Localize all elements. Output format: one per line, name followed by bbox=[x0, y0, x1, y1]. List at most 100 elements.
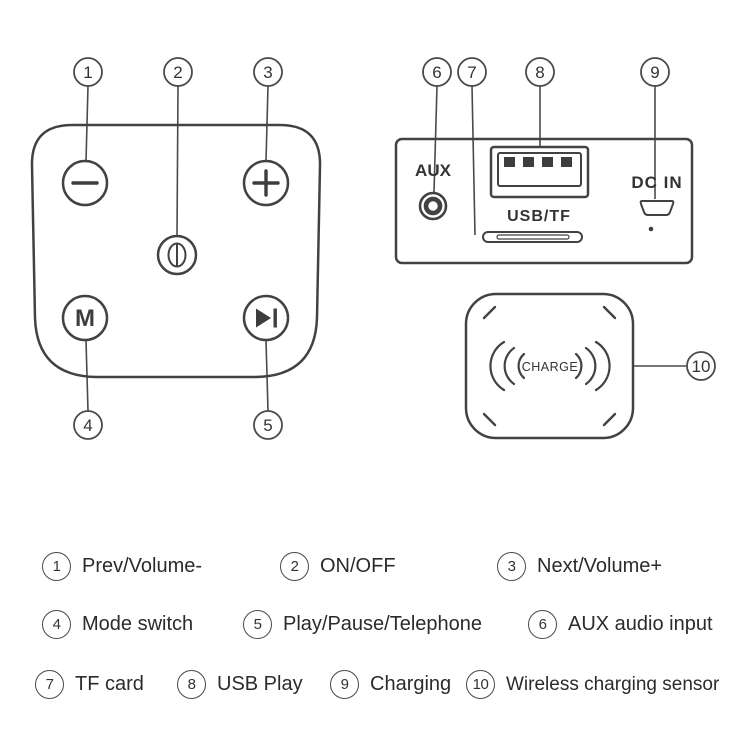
legend-num-9: 9 bbox=[330, 670, 359, 699]
legend-label-9: Charging bbox=[370, 673, 452, 695]
legend-item-5: 5 Play/Pause/Telephone bbox=[243, 610, 482, 639]
callout-9 bbox=[640, 57, 670, 87]
legend-label-5: Play/Pause/Telephone bbox=[283, 613, 483, 635]
ports-panel-outline bbox=[394, 137, 694, 265]
ports-panel: AUX USB/TF DC IN bbox=[394, 137, 694, 265]
callout-6 bbox=[422, 57, 452, 87]
play-pause-button bbox=[242, 294, 290, 342]
callout-3 bbox=[253, 57, 283, 87]
legend-item-10: 10 Wireless charging sensor bbox=[466, 670, 719, 699]
callout-line-2 bbox=[176, 85, 179, 237]
device-face-outline bbox=[30, 123, 322, 379]
legend-item-8: 8 USB Play bbox=[177, 670, 303, 699]
legend-item-2: 2 ON/OFF bbox=[280, 552, 396, 581]
legend-num-2: 2 bbox=[280, 552, 309, 581]
callout-9-num: 9 bbox=[650, 63, 659, 82]
wave-right-3 bbox=[594, 340, 611, 392]
wave-right-1 bbox=[574, 352, 583, 380]
legend-label-2: ON/OFF bbox=[320, 555, 396, 577]
aux-label: AUX bbox=[415, 161, 452, 180]
legend-label-1: Prev/Volume- bbox=[82, 555, 203, 577]
callout-8 bbox=[525, 57, 555, 87]
callout-line-3 bbox=[265, 85, 269, 162]
callout-2 bbox=[163, 57, 193, 87]
charge-waves-left-icon bbox=[489, 340, 526, 392]
usb-pin-3 bbox=[542, 157, 553, 167]
legend-item-9: 9 Charging bbox=[330, 670, 451, 699]
wave-right-2 bbox=[584, 346, 597, 386]
legend-num-5: 5 bbox=[243, 610, 272, 639]
charge-label: CHARGE bbox=[522, 360, 578, 374]
legend-num-7: 7 bbox=[35, 670, 64, 699]
charge-pad-outline bbox=[464, 292, 635, 440]
wave-left-1 bbox=[517, 352, 526, 380]
power-button bbox=[156, 234, 198, 276]
usb-port-outer bbox=[489, 145, 590, 199]
callout-5-num: 5 bbox=[263, 416, 272, 435]
pause-bar-icon bbox=[273, 308, 277, 328]
callout-10 bbox=[686, 351, 716, 381]
tf-slot-outer bbox=[482, 231, 583, 243]
legend-label-8: USB Play bbox=[217, 673, 303, 695]
pad-corner-dash-br bbox=[602, 412, 617, 427]
charge-waves-right-icon bbox=[574, 340, 611, 392]
aux-jack-inner bbox=[423, 196, 443, 216]
legend-item-6: 6 AUX audio input bbox=[528, 610, 713, 639]
usb-tf-label: USB/TF bbox=[507, 208, 571, 225]
aux-jack-icon bbox=[418, 191, 448, 221]
legend-item-3: 3 Next/Volume+ bbox=[497, 552, 662, 581]
callout-4 bbox=[73, 410, 103, 440]
minus-button-ring bbox=[61, 159, 109, 207]
mode-button: M bbox=[61, 294, 109, 342]
legend-label-7: TF card bbox=[75, 673, 144, 695]
callout-10-num: 10 bbox=[692, 357, 711, 376]
legend-num-4: 4 bbox=[42, 610, 71, 639]
usb-pin-1 bbox=[504, 157, 515, 167]
callout-7 bbox=[457, 57, 487, 87]
plus-button-ring bbox=[242, 159, 290, 207]
callout-7-num: 7 bbox=[467, 63, 476, 82]
callout-1 bbox=[73, 57, 103, 87]
tf-card-slot-icon bbox=[482, 231, 583, 243]
callout-4-num: 4 bbox=[83, 416, 92, 435]
aux-jack-outer bbox=[418, 191, 448, 221]
legend-num-1: 1 bbox=[42, 552, 71, 581]
legend-label-10: Wireless charging sensor bbox=[506, 673, 720, 695]
callout-6-num: 6 bbox=[432, 63, 441, 82]
wave-left-2 bbox=[503, 346, 516, 386]
legend-label-4: Mode switch bbox=[82, 613, 194, 635]
usb-pin-2 bbox=[523, 157, 534, 167]
legend-label-6: AUX audio input bbox=[568, 613, 713, 635]
pad-corner-dash-tl bbox=[482, 305, 497, 320]
power-button-ring bbox=[156, 234, 198, 276]
device-button-panel: M bbox=[30, 123, 322, 379]
legend-label-3: Next/Volume+ bbox=[537, 555, 663, 577]
micro-usb-outline bbox=[639, 200, 675, 216]
dc-in-dot bbox=[648, 226, 654, 232]
minus-button bbox=[61, 159, 109, 207]
callout-3-num: 3 bbox=[263, 63, 272, 82]
pad-corner-dash-bl bbox=[482, 412, 497, 427]
usb-pin-4 bbox=[561, 157, 572, 167]
dc-in-label: DC IN bbox=[631, 173, 682, 192]
pad-corner-dash-tr bbox=[602, 305, 617, 320]
legend-num-6: 6 bbox=[528, 610, 557, 639]
play-pause-button-ring bbox=[242, 294, 290, 342]
usb-port-icon bbox=[489, 145, 590, 199]
callout-5 bbox=[253, 410, 283, 440]
callout-8-num: 8 bbox=[535, 63, 544, 82]
wireless-charging-pad: CHARGE bbox=[464, 292, 635, 440]
callout-line-1 bbox=[85, 85, 89, 162]
play-icon bbox=[256, 308, 271, 328]
legend-num-8: 8 bbox=[177, 670, 206, 699]
micro-usb-icon bbox=[639, 200, 675, 232]
mode-button-ring bbox=[61, 294, 109, 342]
legend-num-10: 10 bbox=[466, 670, 495, 699]
legend-num-3: 3 bbox=[497, 552, 526, 581]
usb-port-inner bbox=[497, 152, 582, 187]
legend-item-4: 4 Mode switch bbox=[42, 610, 193, 639]
tf-slot-inner bbox=[496, 234, 570, 240]
wave-left-3 bbox=[489, 340, 506, 392]
legend-item-1: 1 Prev/Volume- bbox=[42, 552, 202, 581]
